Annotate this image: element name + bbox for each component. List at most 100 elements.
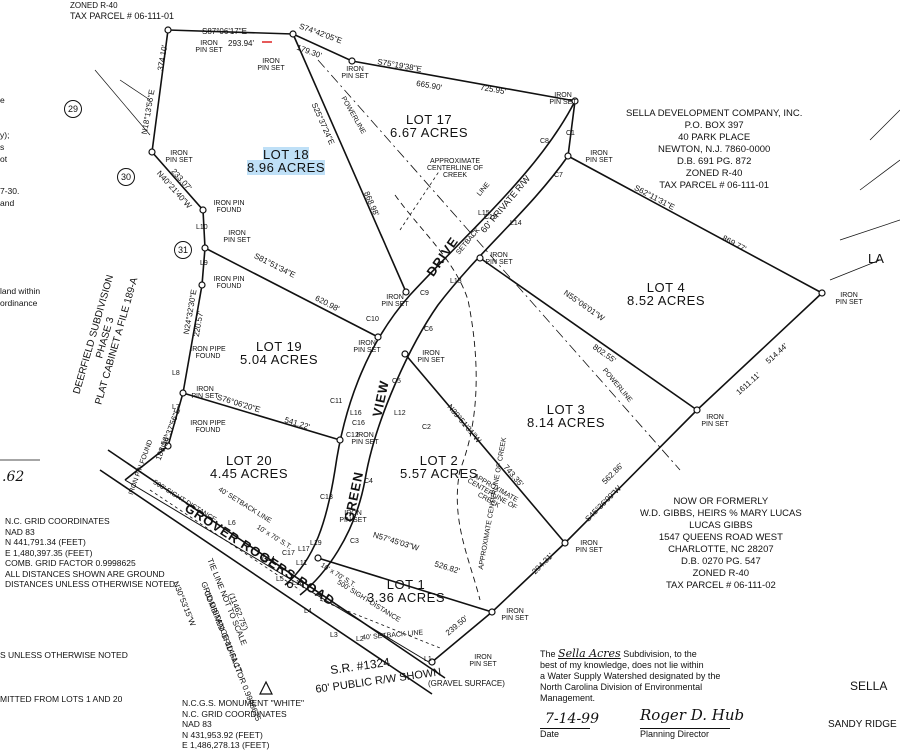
distance-1: 293.94' [228,39,254,48]
line-l12: L12 [394,410,406,417]
lot-number-circle-31: 31 [174,241,192,259]
curve-c5: C5 [392,378,401,385]
left-fragment-9: S UNLESS OTHERWISE NOTED [0,650,128,660]
line-l8: L8 [172,370,180,377]
line-l7: L7 [172,404,180,411]
line-l17: L17 [298,546,310,553]
tax-parcel-top: TAX PARCEL # 06-111-01 [70,11,175,21]
pin-label-1: IRON PIN SET [195,40,223,54]
pin-label-9: IRON PIN FOUND [213,276,245,290]
powerline [317,59,681,471]
curve-c17: C17 [282,550,295,557]
lot-18-name: LOT 18 [262,147,310,162]
line-l2: L2 [356,636,364,643]
cert-date-value: 7-14-99 [545,711,599,727]
line-lot1-south [431,611,493,663]
right-fragment-1: LA [868,251,884,266]
line-l11: L11 [296,560,308,567]
lot-18-area: 8.96 ACRES [247,160,325,175]
bearing-1: S87°06'17"E [202,27,247,36]
hatch-area [0,69,900,461]
right-fragment-3: SANDY RIDGE [828,719,897,730]
curve-c14: C14 [262,556,275,563]
pin-label-22: IRON PIN SET [835,292,863,306]
line-lot18-19 [204,247,379,338]
pin-markers [148,26,826,666]
line-lot1-2 [317,557,493,613]
line-lot19-20 [182,392,341,441]
zoned-top: ZONED R-40 [70,1,118,10]
pin-label-17: IRON PIN SET [351,432,379,446]
private-drive-west-edge [284,100,576,586]
pin-label-19: IRON PIN SET [575,540,603,554]
line-l4: L4 [304,608,312,615]
pin-label-18: IRON PIN SET [339,510,367,524]
curve-c7: C7 [554,172,563,179]
curve-c11: C11 [330,398,343,405]
creek-label-1: APPROXIMATE CENTERLINE OF CREEK [426,158,483,179]
boundary-east [491,292,823,613]
pin-label-21: IRON PIN SET [469,654,497,668]
line-l9: L9 [200,260,208,267]
subdivision-name: Sella Acres [558,647,621,660]
lot-number-circle-30: 30 [117,168,135,186]
road-edge-2 [99,469,433,695]
curve-c4: C4 [364,478,373,485]
cert-date-label: Date [540,728,590,739]
line-l1: L1 [424,656,432,663]
left-fragment-8: ordinance [0,298,38,308]
line-l18: L18 [292,580,304,587]
curve-c8: C8 [540,138,549,145]
curve-c16: C16 [352,420,365,427]
pin-label-11: IRON PIN SET [353,340,381,354]
owner-block-top: SELLA DEVELOPMENT COMPANY, INC.P.O. BOX … [626,108,803,191]
signature-label: Planning Director [640,728,730,739]
line-l3: L3 [330,632,338,639]
pin-label-16: IRON PIPE FOUND [190,420,226,434]
left-fragment-4: ot [0,154,8,164]
curve-c12: C12 [346,432,359,439]
line-l5: L5 [276,576,284,583]
pin-label-12: IRON PIN SET [417,350,445,364]
pin-label-20: IRON PIN SET [501,608,529,622]
pin-label-15: IRON PIN SET [191,386,219,400]
left-fragment-11: .62 [2,469,25,485]
private-drive-east-edge [299,155,569,596]
watershed-certification: The Sella Acres Subdivision, to the best… [540,647,721,703]
boundary-north [167,29,576,102]
lot-number-circle-29: 29 [64,100,82,118]
road-edge-1 [107,449,446,679]
curve-c13: C13 [320,494,333,501]
curve-c15: C15 [484,214,497,221]
curve-c2: C2 [422,424,431,431]
lot-boundaries [99,29,823,695]
curve-c9: C9 [420,290,429,297]
line-l16: L16 [350,410,362,417]
line-l13: L13 [450,278,462,285]
curve-c6: C6 [424,326,433,333]
signature: Roger D. Hub [640,706,745,724]
pin-label-23: IRON PIN SET [701,414,729,428]
left-fragment-1: e [0,95,5,105]
setback-lines [149,169,441,649]
pin-label-13: IRON PIN SET [485,252,513,266]
pin-label-4: IRON PIN SET [549,92,577,106]
left-fragment-10: MITTED FROM LOTS 1 AND 20 [0,694,123,704]
left-fragment-5: 7-30. [0,186,20,196]
pin-label-7: IRON PIN FOUND [213,200,245,214]
pin-label-14: IRON PIPE FOUND [190,346,226,360]
line-lot3-4 [479,257,698,411]
pin-label-5: IRON PIN SET [585,150,613,164]
monument-note: N.C.G.S. MONUMENT "WHITE"N.C. GRID COORD… [182,698,305,750]
gravel-label: (GRAVEL SURFACE) [428,679,505,688]
curve-c3: C3 [350,538,359,545]
line-l19: L19 [310,540,322,547]
line-l14: L14 [510,220,522,227]
